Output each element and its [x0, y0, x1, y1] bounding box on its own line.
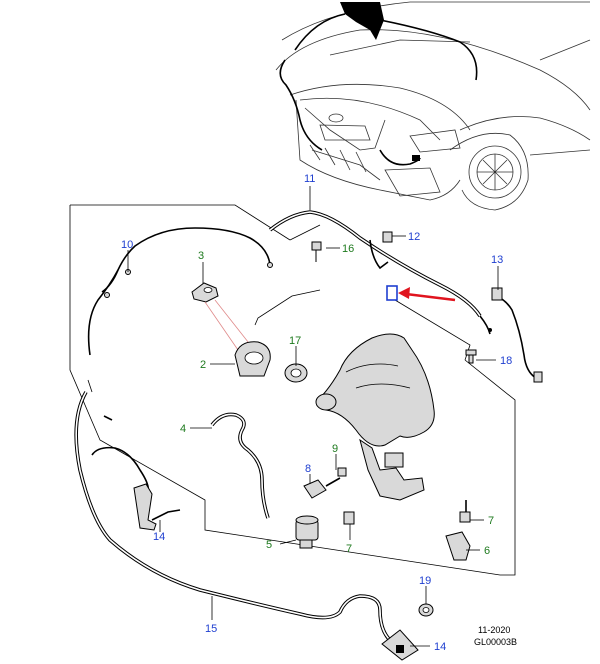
pump-part-6: [445, 531, 471, 561]
callout-4: 4: [180, 423, 186, 435]
footer-date: 11-2020: [478, 625, 510, 635]
callout-14-left: 14: [153, 531, 165, 543]
callout-labels: 11 10 3 16 12 13 2 17 18 4 9 8 7 5 7 6 1…: [121, 173, 512, 653]
part-1-highlight: [386, 285, 456, 302]
callout-18: 18: [500, 355, 512, 367]
clip-part-7-right: [459, 500, 471, 523]
grommet-part-17: [284, 363, 308, 383]
fastener-part-19: [418, 603, 434, 617]
leader-lines: [127, 186, 499, 647]
washer-jet-part-14-left: [133, 483, 181, 531]
callout-12: 12: [408, 231, 420, 243]
filler-bracket-part-2: [234, 289, 321, 377]
bolt-part-18: [465, 349, 477, 364]
washer-reservoir: [315, 333, 435, 501]
vehicle-front-illustration: [275, 1, 591, 211]
clip-part-16: [311, 241, 322, 262]
footer-code: GL00003B: [474, 637, 517, 647]
callout-7-right: 7: [488, 515, 494, 527]
callout-9: 9: [332, 443, 338, 455]
clip-part-7-lower: [343, 511, 355, 525]
hose-4: [210, 412, 270, 519]
callout-5: 5: [266, 539, 272, 551]
callout-8: 8: [305, 463, 311, 475]
callout-11: 11: [304, 173, 315, 185]
callout-15: 15: [205, 623, 217, 635]
callout-7-lower: 7: [346, 543, 352, 555]
callout-10: 10: [121, 239, 133, 251]
sensor-part-8: [303, 477, 341, 499]
washer-jet-part-14-right: [381, 629, 419, 661]
callout-14-right: 14: [434, 641, 446, 653]
callout-6: 6: [484, 545, 490, 557]
seal-part-9: [337, 467, 347, 477]
callout-13: 13: [491, 254, 503, 266]
callout-16: 16: [342, 243, 354, 255]
nozzle-part-3: [191, 282, 253, 351]
hose-10: [87, 227, 273, 356]
callout-17: 17: [289, 335, 301, 347]
hose-15: [74, 391, 394, 644]
hose-assembly-11: [268, 210, 543, 383]
diagram-frame: [69, 204, 516, 576]
callout-2: 2: [200, 359, 206, 371]
callout-3: 3: [198, 250, 204, 262]
pump-part-5: [295, 515, 319, 549]
callout-19: 19: [419, 575, 431, 587]
